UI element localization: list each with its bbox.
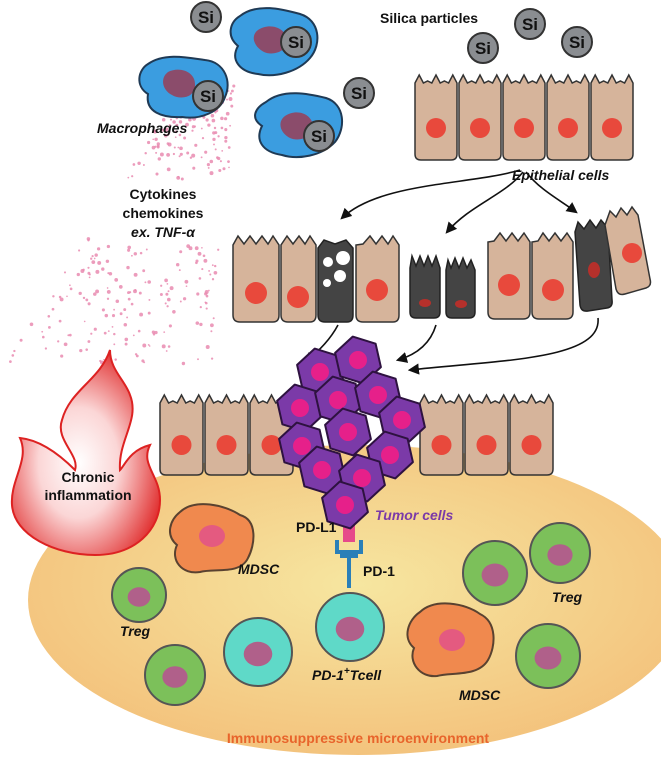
silica-particle: Si [190, 1, 222, 33]
svg-text:Si: Si [351, 84, 367, 103]
epithelial-cell [502, 73, 546, 161]
treg-cell [462, 540, 528, 606]
arrow-center-to-tumor [395, 324, 437, 363]
pdl1-label: PD-L1 [296, 519, 337, 535]
epithelial-cell [464, 393, 509, 476]
chemokines-label: chemokines [123, 205, 204, 221]
silica-particle: Si [561, 26, 593, 58]
treg-cell [111, 567, 167, 623]
treg-label-right: Treg [552, 589, 583, 605]
silica-particle: Si [280, 26, 312, 58]
epithelium-middle-left [232, 234, 400, 323]
chronic-label: Chronic [62, 469, 115, 485]
tumor-cell [324, 407, 372, 457]
svg-text:Si: Si [311, 127, 327, 146]
svg-text:Si: Si [475, 39, 491, 58]
silica-particle: Si [514, 8, 546, 40]
macrophage-2 [229, 7, 319, 77]
epithelial-label: Epithelial cells [512, 167, 609, 183]
tumor-label: Tumor cells [375, 507, 454, 523]
tumor-cell-cluster [276, 335, 426, 530]
epithelial-cell [458, 73, 502, 161]
inflammation-label: inflammation [44, 487, 131, 503]
treg-label-left: Treg [120, 623, 151, 639]
silica-particle: Si [192, 80, 224, 112]
tumor-cell [298, 445, 346, 495]
epithelial-cell [159, 393, 204, 476]
epithelium-top [414, 73, 634, 161]
treg-cell [144, 644, 206, 706]
immune-cells [111, 522, 591, 706]
t-cell [223, 617, 293, 687]
epithelial-cell [509, 393, 554, 476]
silica-particle: Si [467, 32, 499, 64]
silica-particle: Si [303, 120, 335, 152]
t-cell [315, 592, 385, 662]
pd1-label: PD-1 [363, 563, 395, 579]
tumor-cell [378, 395, 426, 445]
mdsc-label-left: MDSC [238, 561, 280, 577]
tnf-label: ex. TNF-α [131, 224, 196, 240]
svg-text:Si: Si [288, 33, 304, 52]
epithelial-cell [590, 73, 634, 161]
arrow-right-to-tumor [407, 317, 599, 375]
tumor-cell [321, 480, 369, 530]
epithelial-cell [204, 393, 249, 476]
treg-cell [529, 522, 591, 584]
arrow-to-right-group [525, 171, 578, 214]
svg-text:Si: Si [569, 33, 585, 52]
mdsc-cell-left [169, 503, 255, 574]
flame-icon [10, 349, 162, 557]
mdsc-cell-right [406, 602, 495, 678]
svg-text:Si: Si [200, 87, 216, 106]
apoptotic-cell [317, 239, 354, 323]
tcell-label: PD-1+Tcell [312, 666, 382, 683]
macrophages-label: Macrophages [97, 120, 187, 136]
silica-particle: Si [343, 77, 375, 109]
epithelial-cell [546, 73, 590, 161]
mdsc-label-right: MDSC [459, 687, 501, 703]
svg-text:Si: Si [522, 15, 538, 34]
arrow-to-center-group [445, 171, 524, 234]
treg-cell [515, 623, 581, 689]
microenvironment-label: Immunosuppressive microenvironment [227, 730, 490, 746]
epithelial-cell [419, 393, 464, 476]
epithelial-cell [414, 73, 458, 161]
epithelium-middle-right [487, 205, 652, 320]
arrow-to-left-group [340, 169, 521, 220]
silica-label: Silica particles [380, 10, 478, 26]
cytokines-label: Cytokines [130, 186, 197, 202]
epithelium-middle-center [409, 253, 476, 319]
svg-text:Si: Si [198, 8, 214, 27]
